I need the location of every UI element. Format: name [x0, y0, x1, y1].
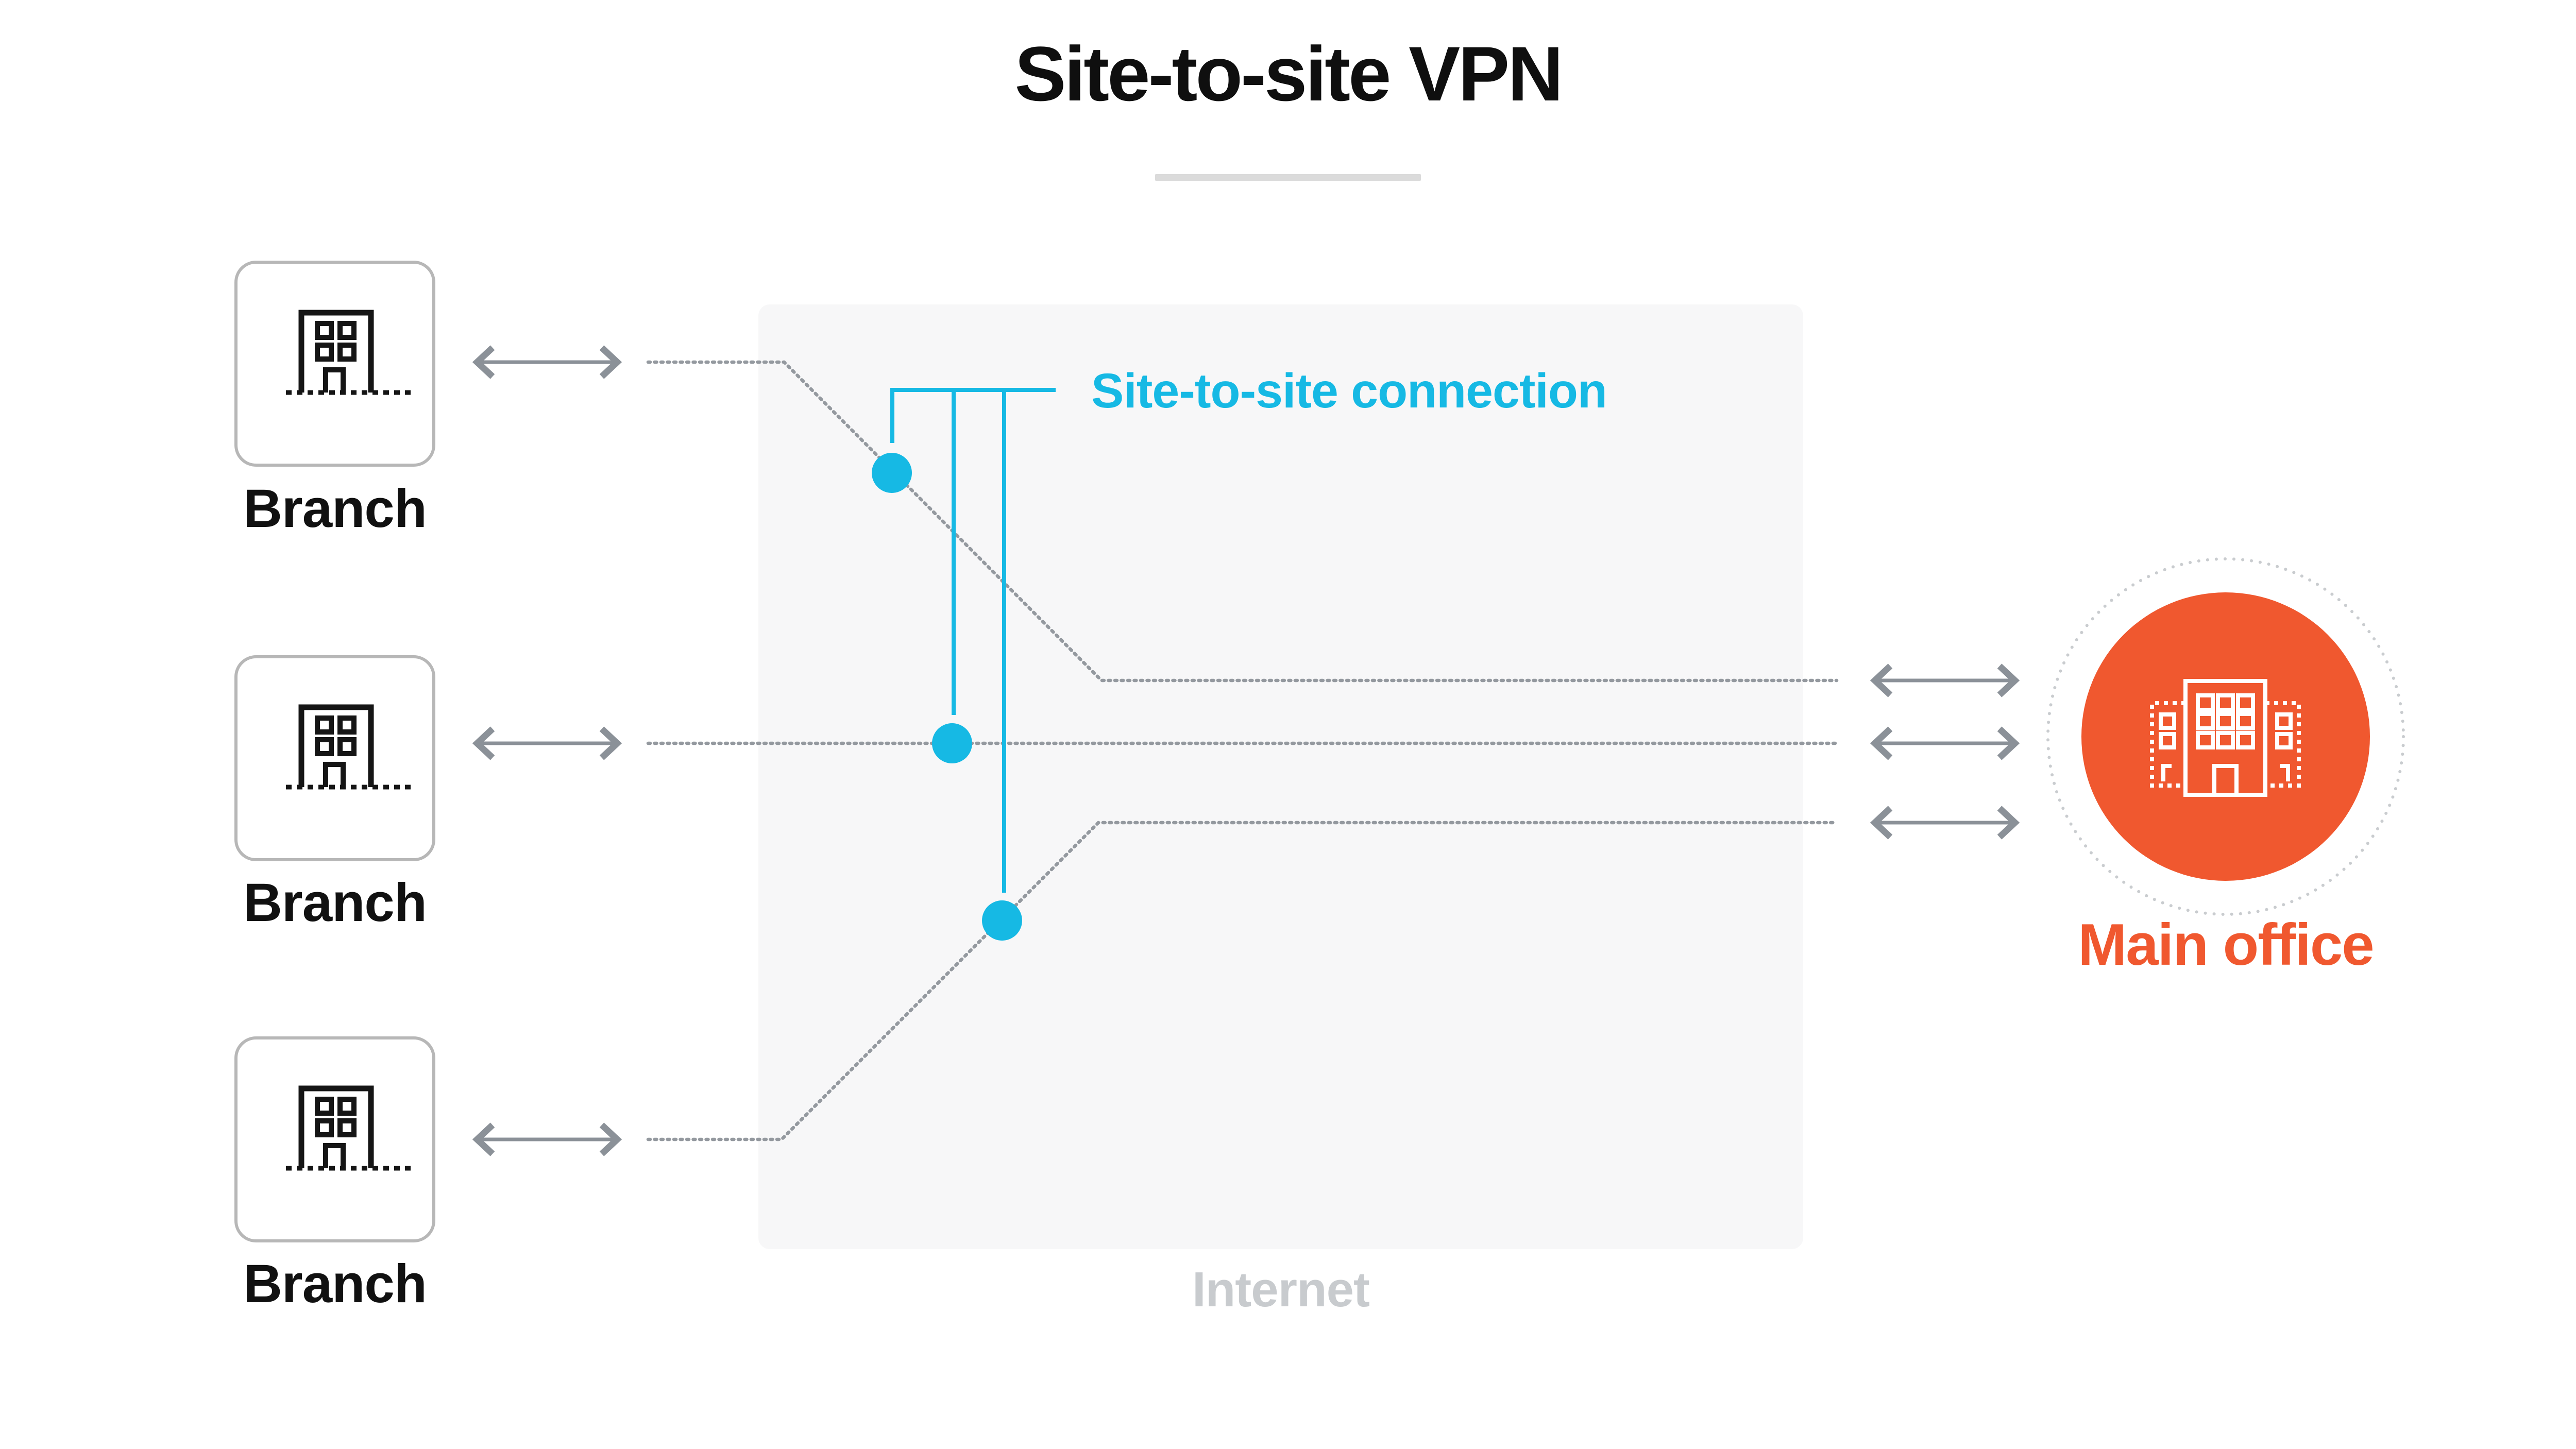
branch-label-3: Branch: [243, 1254, 427, 1314]
bidirectional-arrow-left-1: [472, 345, 622, 379]
branch-label-1: Branch: [243, 479, 427, 539]
bidirectional-arrow-right-1: [1870, 663, 2020, 697]
site-to-site-connection-label: Site-to-site connection: [1091, 364, 1607, 418]
title-underline: [1155, 174, 1421, 181]
internet-label: Internet: [1192, 1262, 1370, 1317]
building-icon: [286, 704, 412, 790]
branch-node-1: [234, 261, 435, 467]
main-office-label: Main office: [2078, 912, 2374, 978]
building-icon: [286, 310, 412, 395]
bidirectional-arrow-left-3: [472, 1122, 622, 1156]
main-office-node: [2081, 592, 2370, 881]
branch-label-2: Branch: [243, 873, 427, 933]
internet-cloud-box: [758, 304, 1803, 1249]
branch-node-3: [234, 1036, 435, 1242]
vpn-tunnel-dot-3: [982, 900, 1022, 941]
vpn-path-branch-3: [646, 821, 1839, 1141]
vpn-tunnel-dot-2: [932, 723, 972, 763]
office-building-icon: [2150, 679, 2301, 797]
building-icon: [286, 1085, 412, 1171]
bidirectional-arrow-right-3: [1870, 806, 2020, 840]
bidirectional-arrow-left-2: [472, 726, 622, 760]
page-title: Site-to-site VPN: [1014, 30, 1563, 117]
vpn-path-branch-1: [646, 360, 1839, 683]
vpn-tunnel-dot-1: [872, 453, 912, 493]
branch-node-2: [234, 655, 435, 861]
main-office-dotted-ring: [2046, 557, 2405, 916]
bidirectional-arrow-right-2: [1870, 726, 2020, 760]
